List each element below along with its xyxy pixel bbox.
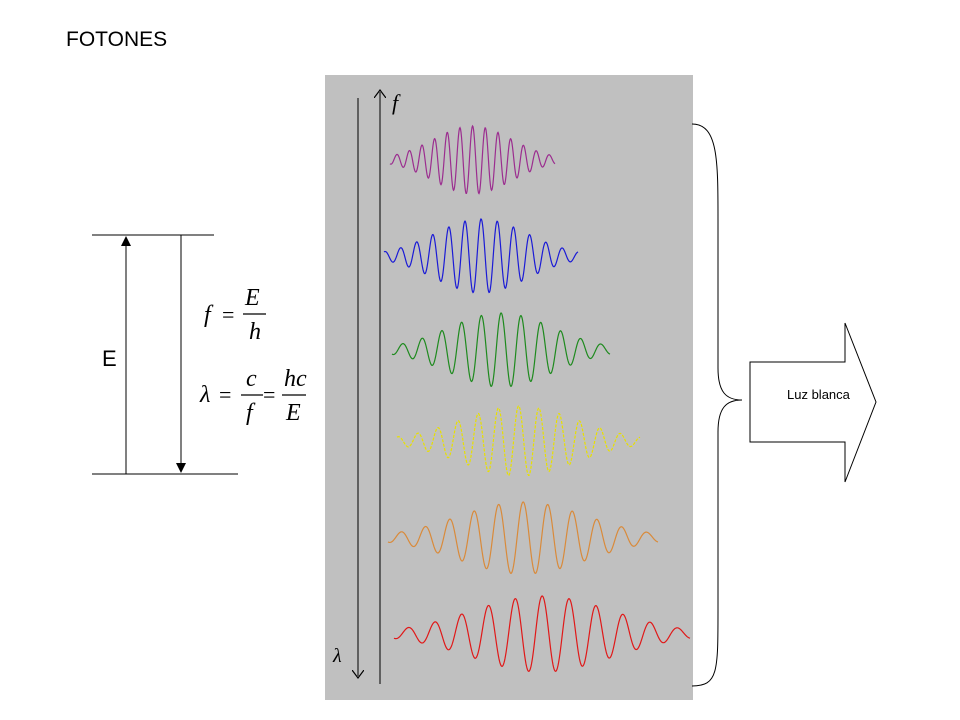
photon-wave-packets xyxy=(383,124,691,672)
wavelength-axis-label: λ xyxy=(332,645,342,667)
wave-packet-green xyxy=(391,312,611,388)
formula2-denominator-2: E xyxy=(285,400,301,426)
energy-level-diagram: E xyxy=(92,234,238,475)
white-light-brace xyxy=(691,123,743,687)
formula2-numerator-1: c xyxy=(246,366,257,392)
formula2-denominator-1: f xyxy=(246,400,256,426)
white-light-label: Luz blanca xyxy=(787,387,851,402)
formula-wavelength: λ = c f = hc E xyxy=(199,366,307,426)
wave-packet-red xyxy=(393,595,691,672)
formula2-lhs: λ xyxy=(199,382,210,408)
wave-packet-violet xyxy=(389,124,556,195)
page-title: FOTONES xyxy=(66,28,168,51)
formula-frequency: f = E h xyxy=(204,285,266,345)
formula2-numerator-2: hc xyxy=(284,366,307,392)
formula1-equals: = xyxy=(222,302,234,327)
frequency-wavelength-axis: f λ xyxy=(332,90,401,684)
white-light-block-arrow xyxy=(749,322,877,483)
formula1-numerator: E xyxy=(244,285,260,311)
formula2-equals-1: = xyxy=(219,382,231,407)
wave-packet-orange xyxy=(387,501,659,575)
energy-label: E xyxy=(102,346,117,371)
frequency-axis-label: f xyxy=(392,90,401,115)
spectrum-panel xyxy=(325,75,693,700)
wave-packet-blue xyxy=(383,218,579,294)
formula1-denominator: h xyxy=(249,319,261,345)
wave-packet-yellow xyxy=(396,405,641,477)
formula1-lhs: f xyxy=(204,302,214,328)
formula2-equals-2: = xyxy=(263,382,275,407)
